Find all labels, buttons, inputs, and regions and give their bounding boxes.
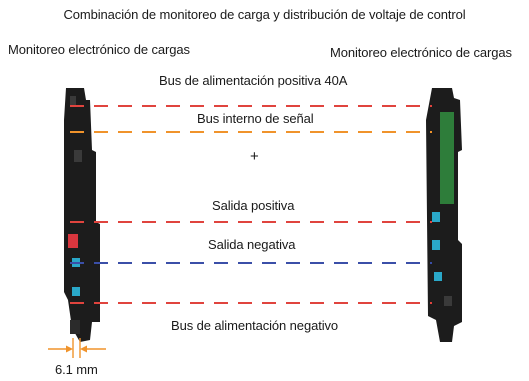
plus-sign: + bbox=[250, 148, 259, 165]
left-module-slot-top bbox=[70, 96, 76, 106]
width-dimension-label: 6.1 mm bbox=[55, 362, 98, 377]
dimension-arrowhead-left bbox=[66, 345, 73, 353]
internal-signal-bus-label: Bus interno de señal bbox=[197, 111, 314, 126]
left-module bbox=[64, 88, 100, 342]
right-module-pcb bbox=[440, 112, 454, 204]
right-module bbox=[426, 88, 462, 342]
right-module-blue-terminal-a bbox=[432, 212, 440, 222]
bus-lines bbox=[70, 105, 432, 304]
left-module-housing bbox=[64, 88, 100, 342]
left-module-label: Monitoreo electrónico de cargas bbox=[8, 42, 190, 57]
left-module-blue-terminal-b bbox=[72, 287, 80, 296]
right-module-blue-terminal-c bbox=[434, 272, 442, 281]
right-module-label: Monitoreo electrónico de cargas bbox=[330, 45, 512, 60]
left-module-slot-mid bbox=[74, 150, 82, 162]
dimension-arrowhead-right bbox=[80, 345, 87, 353]
left-module-foot bbox=[70, 320, 80, 334]
negative-output-label: Salida negativa bbox=[208, 237, 296, 252]
left-module-red-terminal bbox=[68, 234, 78, 248]
width-dimension-marker bbox=[48, 338, 106, 358]
negative-supply-bus-label: Bus de alimentación negativo bbox=[171, 318, 339, 333]
right-module-blue-terminal-b bbox=[432, 240, 440, 250]
positive-output-label: Salida positiva bbox=[212, 198, 295, 213]
right-module-slot bbox=[444, 296, 452, 306]
diagram-title: Combinación de monitoreo de carga y dist… bbox=[63, 7, 466, 22]
positive-supply-bus-label: Bus de alimentación positiva 40A bbox=[159, 73, 348, 88]
